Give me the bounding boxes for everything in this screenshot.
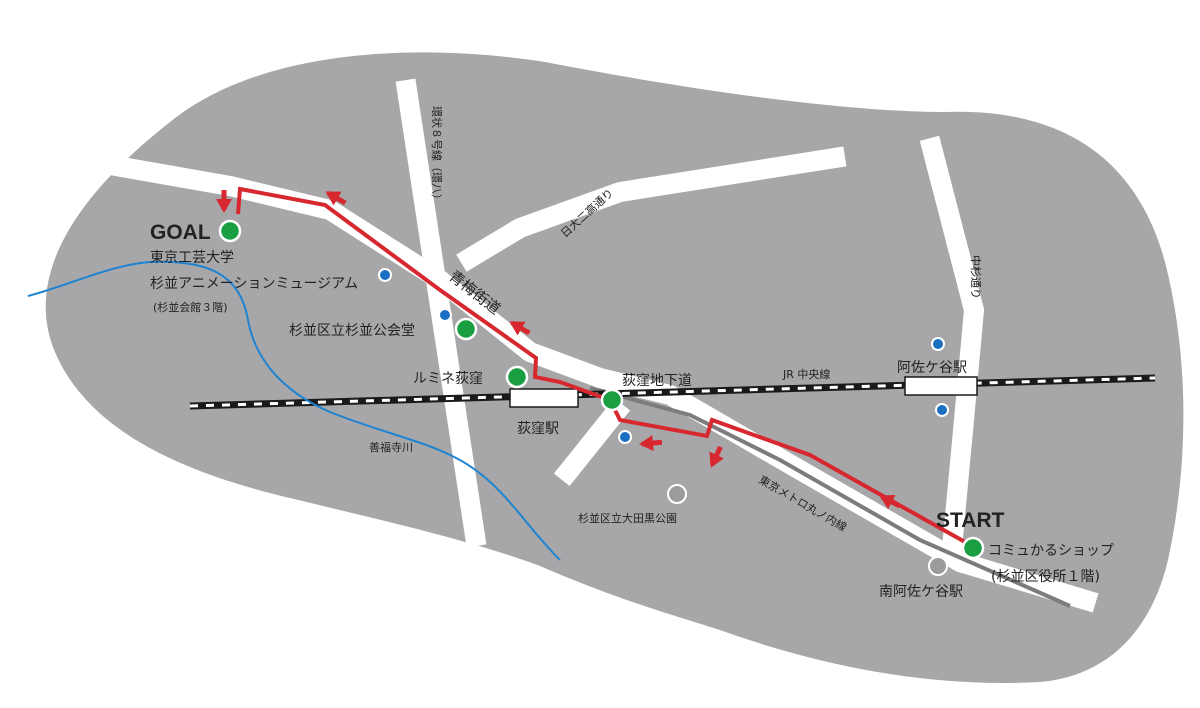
land-area — [45, 52, 1184, 683]
ogikubo-station-label: 荻窪駅 — [517, 420, 559, 437]
walking-route — [236, 186, 974, 552]
asagaya-station-box — [904, 376, 978, 396]
circle-marker-icon — [961, 536, 985, 560]
circle-marker-icon — [505, 365, 529, 389]
circle-marker-icon — [931, 337, 945, 351]
circle-marker-icon — [667, 484, 687, 504]
jr-line-label: JR 中央線 — [782, 367, 830, 381]
circle-marker-icon — [618, 430, 632, 444]
lumine-label: ルミネ荻窪 — [413, 370, 483, 387]
circle-marker-icon — [218, 219, 242, 243]
start-note: (杉並区役所１階) — [991, 569, 1100, 585]
zenpukuji-river — [27, 260, 561, 561]
road-nichidai — [456, 146, 847, 272]
nakasugi-label: 中杉通り — [969, 255, 983, 299]
otaguro-label: 杉並区立大田黒公園 — [578, 511, 677, 525]
metro-marunouchi-line — [589, 386, 1071, 608]
labels: GOAL 東京工芸大学 杉並アニメーションミュージアム (杉並会館３階) STA… — [150, 106, 1114, 600]
goal-name: 東京工芸大学 — [150, 250, 234, 266]
goal-note: (杉並会館３階) — [153, 300, 228, 314]
zenpukuji-label: 善福寺川 — [369, 440, 413, 454]
circle-marker-icon — [438, 308, 452, 322]
circle-marker-icon — [600, 388, 624, 412]
ogikubo-station-box — [509, 388, 579, 408]
minami-asagaya-label: 南阿佐ケ谷駅 — [879, 584, 963, 600]
kanpachi-label: 環状８号線（環八） — [430, 106, 444, 205]
chikado-label: 荻窪地下道 — [622, 372, 692, 389]
asagaya-station-label: 阿佐ケ谷駅 — [897, 360, 967, 376]
circle-marker-icon — [928, 556, 948, 576]
circle-marker-icon — [935, 403, 949, 417]
circle-marker-icon — [378, 268, 392, 282]
road-chikado-branch — [553, 397, 631, 487]
circle-marker-icon — [454, 317, 478, 341]
koukaido-label: 杉並区立杉並公会堂 — [289, 323, 415, 339]
start-label: START — [936, 509, 1005, 532]
goal-name2: 杉並アニメーションミュージアム — [150, 276, 358, 292]
jr-chuo-line — [189, 374, 1156, 410]
markers — [218, 219, 985, 576]
start-name: コミュかるショップ — [988, 543, 1114, 559]
goal-label: GOAL — [150, 221, 211, 244]
road-nakasugi — [919, 135, 984, 559]
